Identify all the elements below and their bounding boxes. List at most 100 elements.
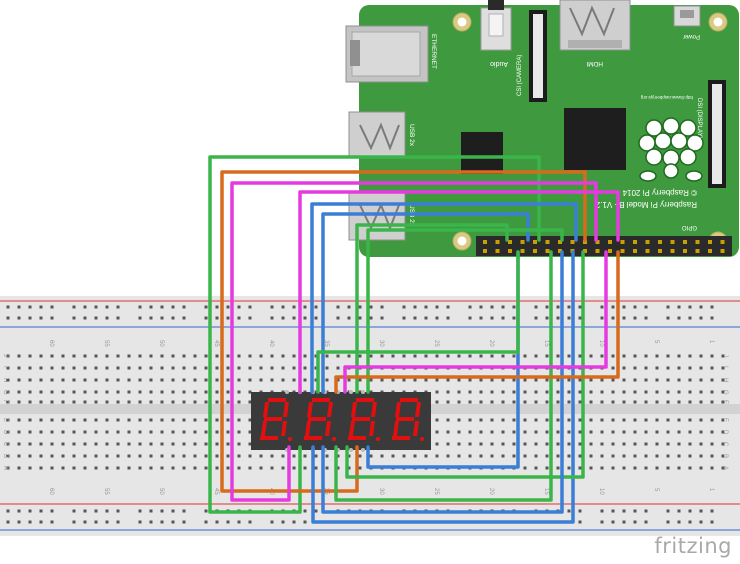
breadboard-hole bbox=[17, 466, 21, 470]
breadboard-hole bbox=[138, 305, 142, 309]
column-number: 50 bbox=[158, 488, 164, 495]
breadboard-hole bbox=[446, 354, 450, 358]
breadboard-hole bbox=[6, 378, 10, 382]
display-pin bbox=[349, 390, 353, 394]
breadboard-hole bbox=[149, 305, 153, 309]
breadboard-hole bbox=[94, 430, 98, 434]
breadboard-hole bbox=[644, 366, 648, 370]
breadboard-hole bbox=[523, 418, 527, 422]
breadboard-hole bbox=[182, 454, 186, 458]
breadboard-hole bbox=[336, 354, 340, 358]
breadboard-hole bbox=[567, 442, 571, 446]
breadboard-hole bbox=[6, 418, 10, 422]
breadboard-hole bbox=[83, 418, 87, 422]
breadboard-hole bbox=[688, 466, 692, 470]
breadboard-hole bbox=[138, 442, 142, 446]
gpio-pin bbox=[495, 249, 500, 253]
breadboard-hole bbox=[182, 366, 186, 370]
breadboard-hole bbox=[61, 454, 65, 458]
breadboard-hole bbox=[28, 418, 32, 422]
breadboard-hole bbox=[61, 442, 65, 446]
breadboard-hole bbox=[622, 390, 626, 394]
breadboard-hole bbox=[61, 378, 65, 382]
breadboard-hole bbox=[688, 442, 692, 446]
display-connector bbox=[708, 80, 726, 188]
breadboard-hole bbox=[424, 354, 428, 358]
breadboard-hole bbox=[534, 400, 538, 404]
breadboard-hole bbox=[193, 418, 197, 422]
breadboard-hole bbox=[215, 366, 219, 370]
breadboard-hole bbox=[259, 354, 263, 358]
breadboard-hole bbox=[611, 466, 615, 470]
breadboard-hole bbox=[545, 316, 549, 320]
breadboard-hole bbox=[633, 354, 637, 358]
breadboard-hole bbox=[600, 390, 604, 394]
breadboard-hole bbox=[501, 442, 505, 446]
gpio-pin bbox=[595, 240, 600, 244]
breadboard-hole bbox=[259, 466, 263, 470]
breadboard-hole bbox=[303, 454, 307, 458]
breadboard-hole bbox=[303, 378, 307, 382]
breadboard-hole bbox=[226, 305, 230, 309]
breadboard-hole bbox=[644, 390, 648, 394]
breadboard-hole bbox=[39, 366, 43, 370]
breadboard-hole bbox=[435, 454, 439, 458]
breadboard-hole bbox=[611, 454, 615, 458]
breadboard-hole bbox=[72, 305, 76, 309]
breadboard-hole bbox=[666, 390, 670, 394]
breadboard-hole bbox=[116, 378, 120, 382]
breadboard-hole bbox=[622, 418, 626, 422]
breadboard-hole bbox=[512, 354, 516, 358]
breadboard-hole bbox=[479, 305, 483, 309]
breadboard-hole bbox=[501, 390, 505, 394]
row-letter: B bbox=[2, 454, 8, 458]
breadboard-hole bbox=[534, 378, 538, 382]
display-pin bbox=[361, 448, 365, 452]
breadboard-hole bbox=[182, 520, 186, 524]
breadboard-hole bbox=[710, 442, 714, 446]
breadboard-hole bbox=[666, 418, 670, 422]
label-camera: CSI (CAMERA) bbox=[517, 55, 523, 96]
breadboard-hole bbox=[721, 378, 725, 382]
breadboard-hole bbox=[28, 390, 32, 394]
breadboard-hole bbox=[589, 354, 593, 358]
breadboard-hole bbox=[666, 305, 670, 309]
breadboard-hole bbox=[39, 442, 43, 446]
segment bbox=[356, 398, 374, 402]
breadboard-hole bbox=[6, 442, 10, 446]
breadboard-hole bbox=[270, 366, 274, 370]
gpio-pin bbox=[483, 240, 487, 244]
breadboard-hole bbox=[303, 305, 307, 309]
breadboard-hole bbox=[556, 442, 560, 446]
breadboard-hole bbox=[666, 378, 670, 382]
segment bbox=[348, 436, 366, 440]
breadboard-hole bbox=[138, 400, 142, 404]
breadboard-hole bbox=[237, 400, 241, 404]
breadboard-hole bbox=[28, 366, 32, 370]
breadboard-hole bbox=[6, 454, 10, 458]
breadboard-hole bbox=[435, 442, 439, 446]
breadboard-hole bbox=[688, 509, 692, 513]
breadboard-hole bbox=[633, 305, 637, 309]
breadboard-hole bbox=[17, 305, 21, 309]
breadboard-hole bbox=[215, 354, 219, 358]
breadboard-hole bbox=[490, 378, 494, 382]
wire-blue-4 bbox=[311, 250, 575, 524]
column-number: 20 bbox=[488, 340, 494, 347]
breadboard-hole bbox=[721, 390, 725, 394]
breadboard-hole bbox=[149, 316, 153, 320]
breadboard-hole bbox=[501, 430, 505, 434]
breadboard-hole bbox=[688, 520, 692, 524]
breadboard-hole bbox=[237, 316, 241, 320]
breadboard-hole bbox=[303, 466, 307, 470]
breadboard-hole bbox=[666, 509, 670, 513]
breadboard-hole bbox=[303, 316, 307, 320]
breadboard-hole bbox=[226, 520, 230, 524]
segment bbox=[268, 398, 286, 402]
breadboard-hole bbox=[28, 454, 32, 458]
wire-magenta-2 bbox=[298, 190, 620, 394]
gpio-pin bbox=[683, 249, 687, 253]
row-letter: D bbox=[2, 430, 8, 435]
breadboard-hole bbox=[28, 430, 32, 434]
breadboard-hole bbox=[556, 354, 560, 358]
